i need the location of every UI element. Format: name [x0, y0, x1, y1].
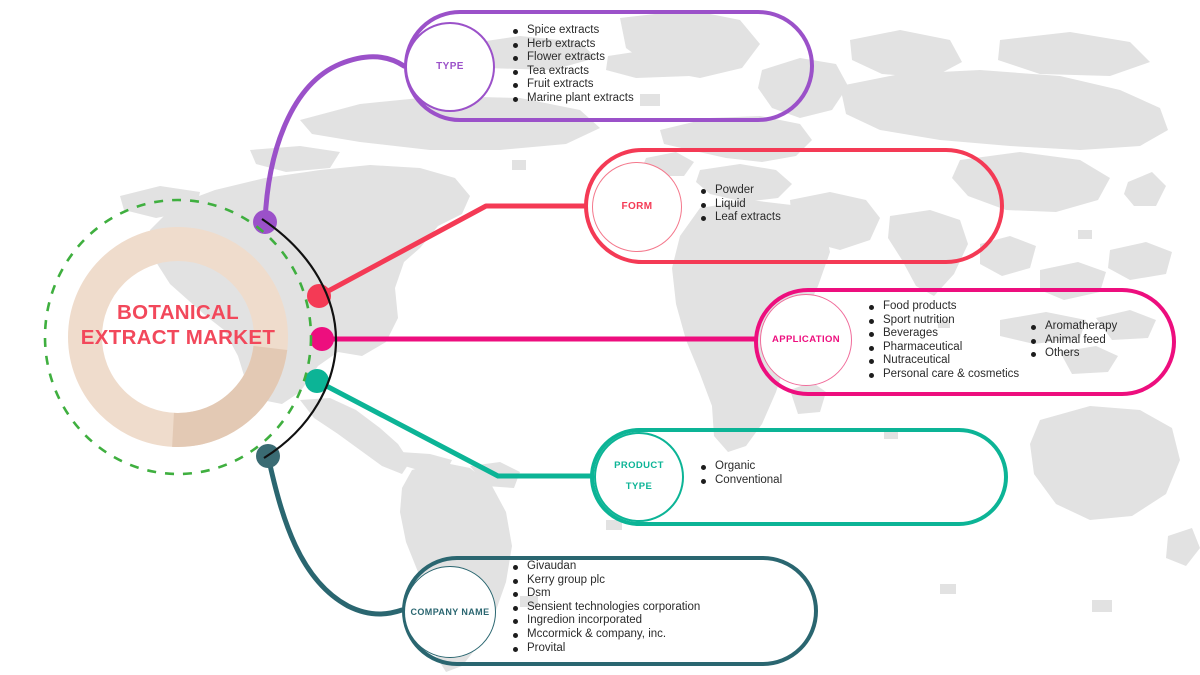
branch-panel-application[interactable]: [754, 288, 1176, 396]
hub-title-line-2: EXTRACT MARKET: [80, 326, 276, 349]
branch-label-form: FORM: [621, 201, 653, 213]
branch-label-product-type: PRODUCT TYPE: [614, 459, 664, 494]
node-product-type[interactable]: [305, 369, 329, 393]
connector-company-name: [265, 453, 405, 617]
branch-bubble-application[interactable]: APPLICATION: [760, 294, 852, 386]
connector-form: [316, 203, 587, 299]
branch-panel-form[interactable]: [584, 148, 1004, 264]
branch-label-company-name: COMPANY NAME: [410, 606, 490, 617]
branch-bubble-type[interactable]: TYPE: [405, 22, 495, 112]
node-application[interactable]: [310, 327, 334, 351]
branch-panel-product-type[interactable]: [590, 428, 1008, 526]
branch-bubble-company-name[interactable]: COMPANY NAME: [404, 566, 496, 658]
branch-bubble-product-type[interactable]: PRODUCT TYPE: [594, 432, 684, 522]
hub-ring-accent: [67, 227, 288, 447]
connector-type: [262, 54, 407, 225]
branch-label-line-1: PRODUCT: [614, 459, 664, 471]
hub-dashed-circle: [43, 198, 313, 476]
branch-label-application: APPLICATION: [771, 333, 841, 345]
branch-label-line-2: TYPE: [625, 481, 653, 493]
hub-title-line-1: BOTANICAL: [117, 301, 239, 324]
hub-arc: [261, 218, 338, 459]
hub-title: BOTANICAL EXTRACT MARKET: [62, 300, 294, 350]
branch-label-type: TYPE: [436, 61, 464, 73]
connector-product-type: [314, 378, 593, 479]
branch-bubble-form[interactable]: FORM: [592, 162, 682, 252]
